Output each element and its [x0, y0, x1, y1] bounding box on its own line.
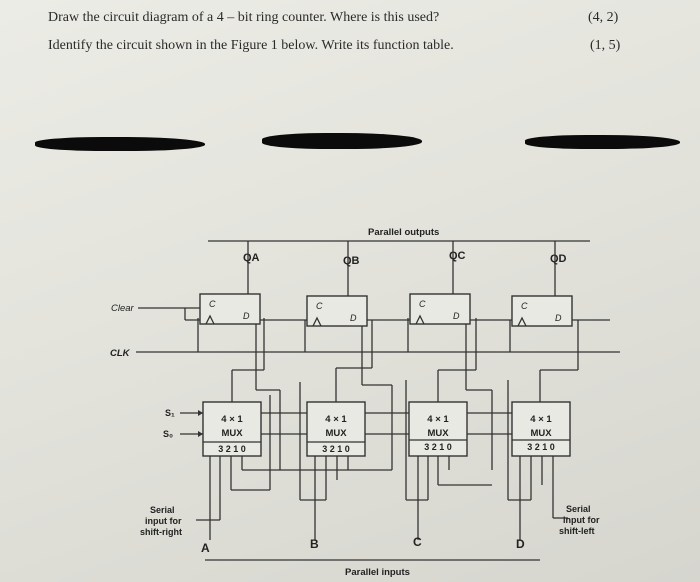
- redaction-middle: [262, 133, 422, 149]
- mux-d: 4 × 1 MUX 3 2 1 0: [511, 401, 571, 457]
- input-label-b: B: [310, 537, 319, 551]
- svg-text:C: C: [209, 299, 216, 309]
- svg-text:C: C: [419, 299, 426, 309]
- output-label-qd: QD: [550, 253, 567, 265]
- serial-left-label-3: shift-left: [559, 526, 595, 536]
- svg-text:D: D: [453, 311, 460, 321]
- svg-text:3 2 1 0: 3 2 1 0: [527, 442, 555, 452]
- mux-a: 4 × 1 MUX 3 2 1 0: [202, 401, 262, 457]
- flip-flop-b: C D: [306, 295, 368, 327]
- svg-text:D: D: [243, 311, 250, 321]
- svg-text:4 × 1: 4 × 1: [427, 414, 449, 425]
- input-label-a: A: [201, 541, 210, 555]
- svg-text:3 2 1 0: 3 2 1 0: [218, 444, 246, 454]
- flip-flop-a: C D: [199, 293, 261, 325]
- redaction-right: [525, 135, 680, 149]
- serial-right-label-3: shift-right: [140, 527, 182, 537]
- svg-text:D: D: [555, 313, 562, 323]
- svg-text:4 × 1: 4 × 1: [221, 414, 243, 425]
- clk-label: CLK: [110, 348, 131, 359]
- flip-flop-c: C D: [409, 293, 471, 325]
- s0-label: S₀: [163, 429, 173, 439]
- serial-left-label-1: Serial: [566, 504, 591, 514]
- svg-text:C: C: [521, 301, 528, 311]
- svg-text:D: D: [350, 313, 357, 323]
- question-1-text: Draw the circuit diagram of a 4 – bit ri…: [48, 10, 440, 25]
- parallel-outputs-label: Parallel outputs: [368, 227, 439, 238]
- serial-right-label-2: input for: [145, 516, 182, 526]
- mux-b: 4 × 1 MUX 3 2 1 0: [306, 401, 366, 457]
- svg-text:4 × 1: 4 × 1: [325, 414, 347, 425]
- svg-text:MUX: MUX: [325, 428, 347, 439]
- svg-text:MUX: MUX: [221, 428, 243, 439]
- svg-text:3 2 1 0: 3 2 1 0: [322, 444, 350, 454]
- serial-right-label-1: Serial: [150, 505, 175, 515]
- clear-label: Clear: [111, 303, 135, 314]
- serial-left-label-2: input for: [563, 515, 600, 525]
- svg-text:MUX: MUX: [427, 428, 449, 439]
- question-2-text: Identify the circuit shown in the Figure…: [48, 38, 454, 53]
- mux-c: 4 × 1 MUX 3 2 1 0: [408, 401, 468, 457]
- input-label-d: D: [516, 537, 525, 551]
- output-label-qc: QC: [449, 250, 466, 262]
- question-1-marks: (4, 2): [588, 10, 619, 25]
- svg-text:3 2 1 0: 3 2 1 0: [424, 442, 452, 452]
- parallel-inputs-label: Parallel inputs: [345, 567, 410, 578]
- flip-flop-d: C D: [511, 295, 573, 327]
- output-label-qb: QB: [343, 255, 360, 267]
- input-label-c: C: [413, 535, 422, 549]
- svg-text:4 × 1: 4 × 1: [530, 414, 552, 425]
- svg-text:MUX: MUX: [530, 428, 552, 439]
- s1-label: S₁: [165, 408, 175, 418]
- svg-text:C: C: [316, 301, 323, 311]
- question-2-marks: (1, 5): [590, 38, 621, 53]
- redaction-left: [35, 137, 205, 151]
- output-label-qa: QA: [243, 252, 260, 264]
